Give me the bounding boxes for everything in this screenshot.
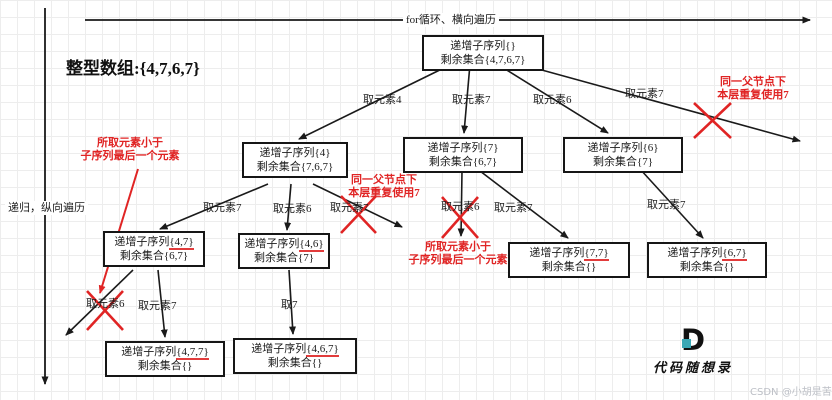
edge-label-take-element-6: 取元素6 bbox=[273, 203, 312, 215]
node-remaining: 剩余集合{6,7} bbox=[119, 250, 189, 262]
result-set-underlined: {4,6} bbox=[299, 238, 324, 252]
node-7: 递增子序列{7} 剩余集合{6,7} bbox=[403, 137, 523, 173]
node-remaining: 剩余集合{7,6,7} bbox=[256, 161, 334, 173]
edge-47-to-x bbox=[65, 269, 134, 336]
edge-4-to-47 bbox=[159, 183, 269, 230]
result-set-underlined: {6,7} bbox=[722, 247, 747, 261]
x-bottom-left-smaller-element bbox=[86, 290, 124, 331]
logo-teal-square bbox=[681, 339, 691, 348]
node-77: 递增子序列{7,7} 剩余集合{} bbox=[508, 242, 630, 278]
logo-d-icon: D bbox=[680, 323, 706, 357]
node-remaining: 剩余集合{7} bbox=[592, 156, 654, 168]
edge-label-take-7: 取7 bbox=[281, 299, 298, 311]
edge-4-to-46 bbox=[284, 183, 292, 231]
edge-label-take-element-4: 取元素4 bbox=[363, 94, 402, 106]
node-subsequence: 递增子序列{4,7,7} bbox=[121, 346, 209, 360]
node-477: 递增子序列{4,7,7} 剩余集合{} bbox=[105, 341, 225, 377]
node-46: 递增子序列{4,6} 剩余集合{7} bbox=[238, 233, 330, 269]
annotation-smaller-than-last-left: 所取元素小于 子序列最后一个元素 bbox=[80, 137, 180, 162]
node-subsequence: 递增子序列{4,6,7} bbox=[251, 343, 339, 357]
edge-label-take-element-7: 取元素7 bbox=[452, 94, 491, 106]
csdn-watermark: CSDN @小胡是苦瓜 bbox=[750, 387, 832, 398]
node-4: 递增子序列{4} 剩余集合{7,6,7} bbox=[242, 142, 348, 178]
node-47: 递增子序列{4,7} 剩余集合{6,7} bbox=[103, 231, 205, 267]
node-6: 递增子序列{6} 剩余集合{7} bbox=[563, 137, 683, 173]
edge-label-take-element-7-crossed: 取元素7 bbox=[330, 202, 369, 214]
node-remaining: 剩余集合{7} bbox=[253, 252, 315, 264]
edge-root-to-4 bbox=[298, 63, 453, 140]
node-remaining: 剩余集合{} bbox=[137, 360, 193, 372]
edge-label-take-element-6-crossed: 取元素6 bbox=[441, 201, 480, 213]
red-x-marks bbox=[86, 102, 732, 331]
result-set-underlined: {7,7} bbox=[584, 247, 609, 261]
annotation-duplicate-7-mid: 同一父节点下 本层重复使用7 bbox=[348, 174, 420, 199]
node-subsequence: 递增子序列{4} bbox=[259, 147, 331, 159]
edge-label-take-element-7: 取元素7 bbox=[647, 199, 686, 211]
node-subsequence: 递增子序列{7} bbox=[427, 142, 499, 154]
horizontal-axis-label: for循环、横向遍历 bbox=[403, 13, 499, 27]
node-remaining: 剩余集合{} bbox=[541, 261, 597, 273]
edge-root-to-x bbox=[519, 63, 801, 143]
brand-name: 代码随想录 bbox=[652, 360, 733, 375]
vertical-axis-label: 递归，纵向遍历 bbox=[5, 201, 88, 215]
node-467: 递增子序列{4,6,7} 剩余集合{} bbox=[233, 338, 357, 374]
edge-label-take-element-7-crossed: 取元素7 bbox=[625, 88, 664, 100]
x-mid-smaller-element bbox=[441, 196, 479, 239]
annotation-smaller-than-last-mid: 所取元素小于 子序列最后一个元素 bbox=[408, 241, 508, 266]
node-remaining: 剩余集合{6,7} bbox=[428, 156, 498, 168]
x-mid-duplicate-7 bbox=[340, 195, 377, 234]
node-subsequence: 递增子序列{} bbox=[450, 40, 516, 52]
edge-4-to-x bbox=[312, 183, 403, 228]
result-set-underlined: {4,7,7} bbox=[176, 346, 209, 360]
result-set-underlined: {4,6,7} bbox=[306, 343, 339, 357]
node-subsequence: 递增子序列{6} bbox=[587, 142, 659, 154]
edge-label-take-element-6-crossed: 取元素6 bbox=[86, 298, 125, 310]
edge-root-to-6 bbox=[496, 63, 609, 134]
edge-label-take-element-7: 取元素7 bbox=[138, 300, 177, 312]
edge-root-to-7 bbox=[461, 63, 471, 134]
node-remaining: 剩余集合{} bbox=[679, 261, 735, 273]
x-top-right-duplicate-7 bbox=[693, 102, 732, 139]
node-67: 递增子序列{6,7} 剩余集合{} bbox=[647, 242, 767, 278]
node-subsequence: 递增子序列{7,7} bbox=[529, 247, 609, 261]
edge-label-take-element-7: 取元素7 bbox=[494, 202, 533, 214]
node-subsequence: 递增子序列{4,6} bbox=[244, 238, 324, 252]
node-remaining: 剩余集合{4,7,6,7} bbox=[440, 54, 526, 66]
edge-label-take-element-7: 取元素7 bbox=[203, 202, 242, 214]
array-title: 整型数组:{4,7,6,7} bbox=[66, 59, 200, 78]
tree-edges bbox=[65, 63, 801, 338]
edge-7-to-77 bbox=[479, 170, 569, 239]
brand-logo: D 代码随想录 bbox=[638, 323, 748, 376]
edge-46-to-467 bbox=[288, 269, 297, 335]
node-root: 递增子序列{} 剩余集合{4,7,6,7} bbox=[422, 35, 544, 71]
edge-47-to-477 bbox=[157, 269, 168, 338]
node-subsequence: 递增子序列{4,7} bbox=[114, 236, 194, 250]
edge-label-take-element-6: 取元素6 bbox=[533, 94, 572, 106]
node-subsequence: 递增子序列{6,7} bbox=[667, 247, 747, 261]
node-remaining: 剩余集合{} bbox=[267, 357, 323, 369]
edge-6-to-67 bbox=[639, 168, 704, 239]
result-set-underlined: {4,7} bbox=[169, 236, 194, 250]
annotation-duplicate-7-top: 同一父节点下 本层重复使用7 bbox=[717, 76, 789, 101]
edge-7-to-x bbox=[457, 170, 465, 237]
